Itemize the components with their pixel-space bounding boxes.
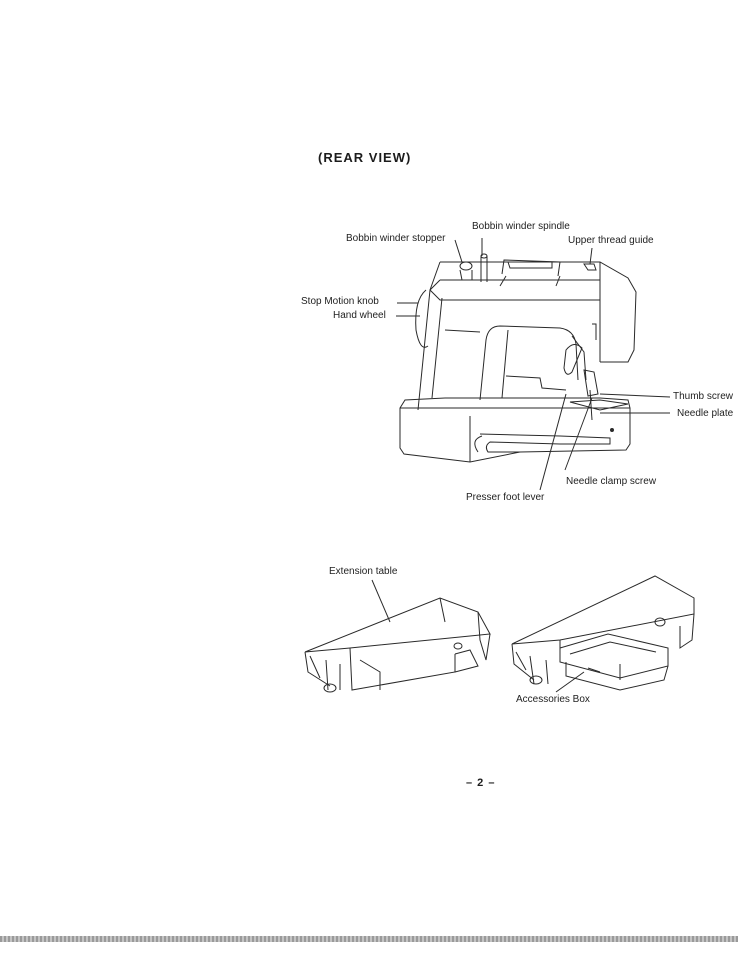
scan-edge-bar: [0, 936, 738, 942]
label-bobbin-winder-spindle: Bobbin winder spindle: [472, 221, 570, 232]
page-number: – 2 –: [466, 777, 496, 789]
label-bobbin-winder-stopper: Bobbin winder stopper: [346, 233, 446, 244]
label-upper-thread-guide: Upper thread guide: [568, 235, 654, 246]
label-extension-table: Extension table: [329, 566, 398, 577]
label-needle-clamp-screw: Needle clamp screw: [566, 476, 657, 487]
label-stop-motion-knob: Stop Motion knob: [301, 296, 379, 307]
label-presser-foot-lever: Presser foot lever: [466, 492, 545, 503]
label-needle-plate: Needle plate: [677, 408, 734, 419]
section-heading: (REAR VIEW): [318, 150, 412, 165]
label-thumb-screw: Thumb screw: [673, 391, 734, 402]
label-hand-wheel: Hand wheel: [333, 310, 386, 321]
label-accessories-box: Accessories Box: [516, 694, 590, 705]
